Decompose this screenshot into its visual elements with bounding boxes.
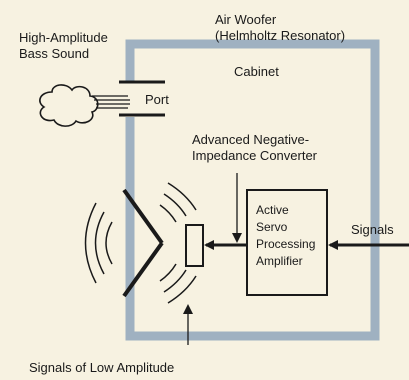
- signals-label: Signals: [351, 222, 394, 237]
- high-amplitude-label-line2: Bass Sound: [19, 46, 89, 61]
- cabinet-wall: [125, 39, 380, 341]
- voice-coil: [185, 224, 204, 267]
- converter-label-line1: Advanced Negative-: [192, 132, 309, 147]
- amplifier-label-line4: Amplifier: [256, 254, 303, 268]
- converter-label-line2: Impedance Converter: [192, 148, 318, 163]
- amplifier-label-line3: Processing: [256, 237, 315, 251]
- amplifier-box: [246, 189, 328, 296]
- air-woofer-label-line2: (Helmholtz Resonator): [215, 28, 345, 43]
- amplifier-label-line1: Active: [256, 203, 289, 217]
- amplifier-label-line2: Servo: [256, 220, 288, 234]
- port-label: Port: [145, 92, 169, 107]
- sound-waves-left-icon: [84, 202, 113, 284]
- air-flow-lines: [92, 95, 130, 109]
- high-amplitude-label-line1: High-Amplitude: [19, 30, 108, 45]
- speaker-cone: [122, 188, 164, 298]
- low-amplitude-label: Signals of Low Amplitude: [29, 360, 174, 375]
- cabinet-label: Cabinet: [234, 64, 279, 79]
- sound-waves-lower-icon: [159, 263, 197, 304]
- air-woofer-label-line1: Air Woofer: [215, 12, 277, 27]
- sound-waves-upper-icon: [159, 182, 197, 223]
- bass-sound-cloud-icon: [39, 84, 99, 127]
- port-tube: [119, 80, 165, 117]
